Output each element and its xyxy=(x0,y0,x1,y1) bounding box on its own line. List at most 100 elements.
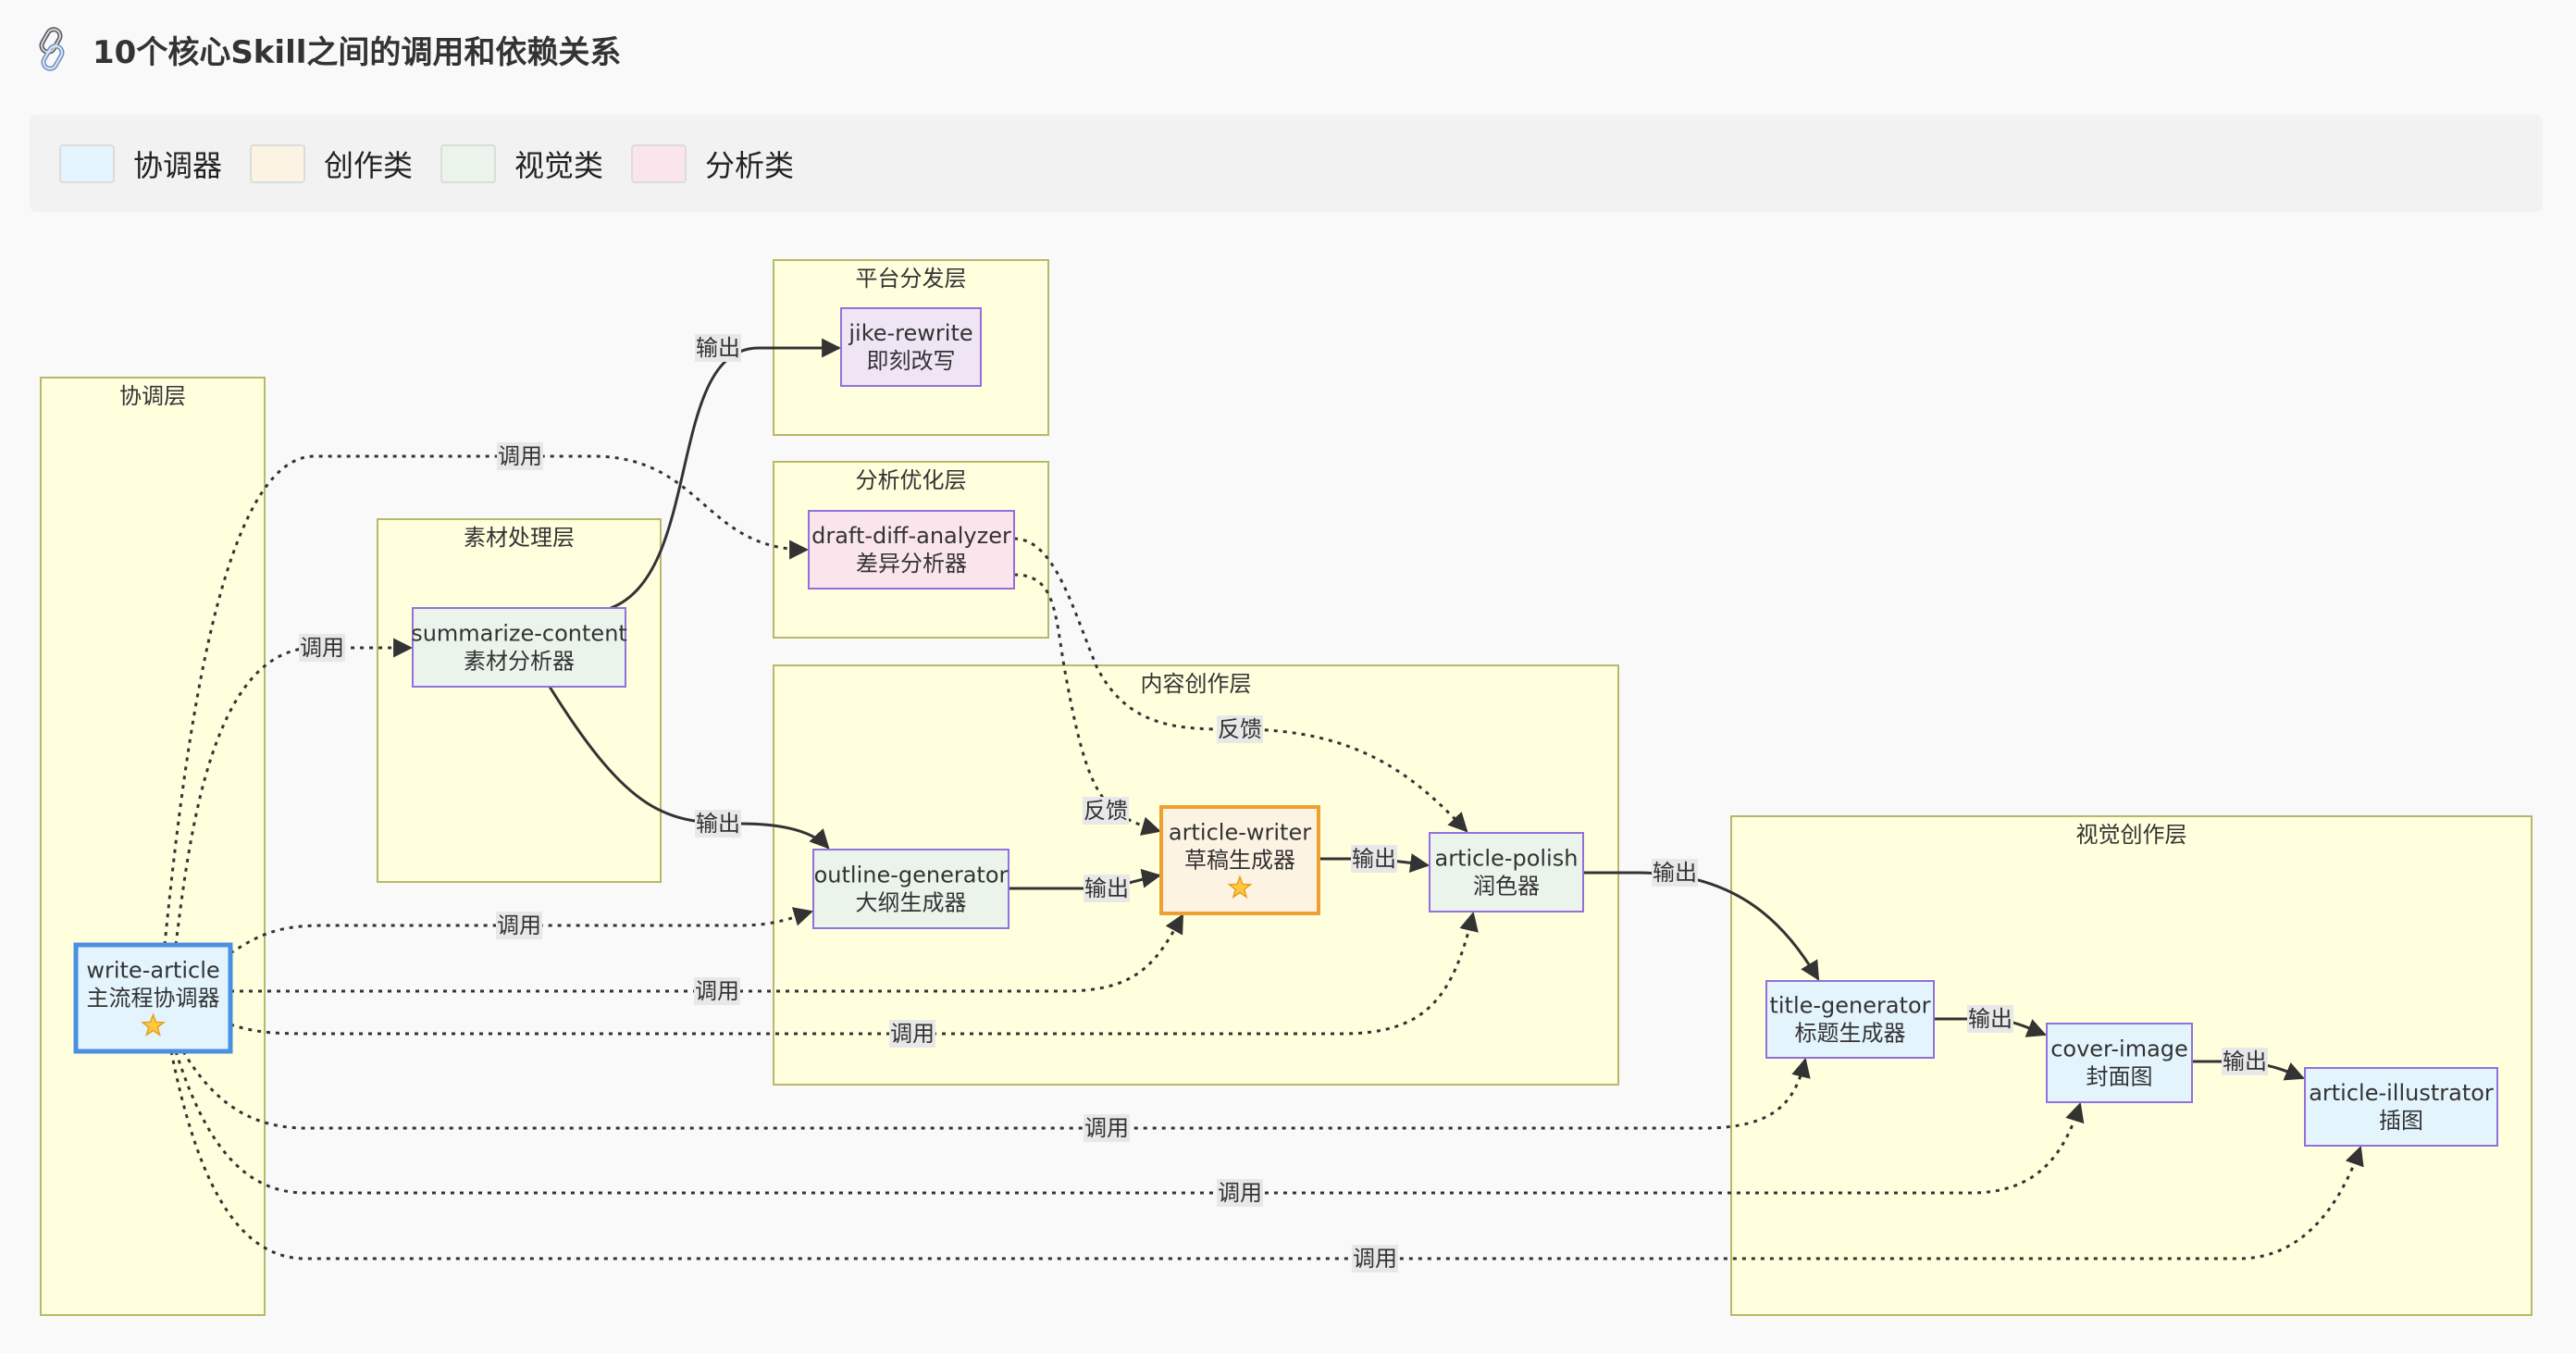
legend: 协调器 创作类 视觉类 分析类 xyxy=(30,115,2543,212)
node-description: 主流程协调器 xyxy=(87,986,220,1012)
edge-label-bg xyxy=(1351,845,1397,873)
edge-label: 输出 xyxy=(695,810,741,838)
edge-label-bg xyxy=(695,334,741,362)
edge-label: 输出 xyxy=(695,334,741,362)
legend-item-coordinator: 协调器 xyxy=(59,143,222,185)
edge-label-bg xyxy=(1652,859,1698,887)
edge-label: 调用 xyxy=(497,442,543,470)
legend-item-analysis: 分析类 xyxy=(631,143,794,185)
edge-label-bg xyxy=(694,977,740,1005)
cluster-box xyxy=(40,377,266,1316)
node-description: 封面图 xyxy=(2087,1064,2153,1090)
node-box[interactable] xyxy=(412,607,626,688)
cluster-label: 视觉创作层 xyxy=(2076,822,2187,848)
node-name: cover-image xyxy=(2050,1036,2188,1062)
link-icon xyxy=(39,27,65,71)
edge-label: 调用 xyxy=(299,634,345,662)
node-name: summarize-content xyxy=(411,621,627,647)
node-box[interactable] xyxy=(2046,1023,2193,1103)
edge-label-text: 调用 xyxy=(1084,1115,1129,1141)
edge-label-bg xyxy=(1217,1179,1263,1207)
edge-label: 调用 xyxy=(496,912,542,939)
cluster-label: 分析优化层 xyxy=(856,467,967,493)
legend-swatch xyxy=(250,143,306,183)
edge-label-bg xyxy=(1967,1005,2013,1033)
cluster-label: 平台分发层 xyxy=(856,266,967,292)
legend-swatch xyxy=(440,143,497,183)
edge-write-article-to-article-polish xyxy=(229,911,1479,1036)
edge-label-bg xyxy=(1352,1245,1398,1272)
edge-label-bg xyxy=(1084,1114,1130,1142)
star-icon xyxy=(1227,875,1253,899)
node-name: write-article xyxy=(86,958,219,984)
edge-label-bg xyxy=(2222,1048,2268,1075)
edge-write-article-to-cover-image xyxy=(174,1050,2085,1195)
edge-label-text: 调用 xyxy=(300,635,344,661)
legend-label: 创作类 xyxy=(324,147,414,183)
node-name: jike-rewrite xyxy=(848,320,972,346)
edge-label-text: 输出 xyxy=(1084,875,1129,901)
page-title: 10个核心Skill之间的调用和依赖关系 xyxy=(30,26,621,72)
legend-label: 视觉类 xyxy=(514,147,604,183)
edge-label-text: 调用 xyxy=(498,443,542,469)
edge-label: 调用 xyxy=(889,1020,935,1048)
edge-label-text: 输出 xyxy=(2223,1049,2267,1074)
edge-label: 输出 xyxy=(1351,845,1397,873)
node-box[interactable] xyxy=(812,849,1009,929)
edge-label-text: 调用 xyxy=(890,1021,935,1047)
page-title-text: 10个核心Skill之间的调用和依赖关系 xyxy=(93,33,622,71)
node-box[interactable] xyxy=(73,942,233,1054)
node-box[interactable] xyxy=(1159,805,1320,915)
legend-item-visual: 视觉类 xyxy=(440,143,603,185)
edge-label: 输出 xyxy=(1084,875,1130,902)
legend-item-creation: 创作类 xyxy=(250,143,413,185)
edge-label-text: 反馈 xyxy=(1084,798,1128,824)
edge-label-text: 调用 xyxy=(1353,1246,1397,1272)
edge-label-text: 输出 xyxy=(1352,846,1396,872)
node-box[interactable] xyxy=(1429,832,1584,912)
node-box[interactable] xyxy=(1765,980,1935,1059)
node-description: 草稿生成器 xyxy=(1184,848,1295,874)
node-name: article-illustrator xyxy=(2309,1080,2494,1106)
edge-write-article-to-draft-diff-analyzer xyxy=(163,454,810,946)
cluster-label: 内容创作层 xyxy=(1141,671,1252,697)
edge-label-bg xyxy=(299,634,345,662)
node-box[interactable] xyxy=(840,307,982,387)
edge-label-bg xyxy=(695,810,741,838)
legend-label: 分析类 xyxy=(705,147,795,183)
legend-swatch xyxy=(59,143,115,183)
node-name: article-polish xyxy=(1435,846,1579,872)
node-box[interactable] xyxy=(2304,1067,2498,1147)
node-description: 润色器 xyxy=(1473,874,1540,900)
node-description: 素材分析器 xyxy=(464,649,575,675)
node-box[interactable] xyxy=(808,510,1015,590)
node-name: outline-generator xyxy=(814,863,1009,888)
edge-label: 输出 xyxy=(2222,1048,2268,1075)
node-name: draft-diff-analyzer xyxy=(811,523,1011,549)
edge-label: 调用 xyxy=(1352,1245,1398,1272)
edge-label-bg xyxy=(889,1020,935,1048)
edge-label-bg xyxy=(496,912,542,939)
edge-label: 调用 xyxy=(694,977,740,1005)
cluster-box xyxy=(377,518,662,883)
edge-label-text: 输出 xyxy=(1968,1006,2012,1032)
node-description: 差异分析器 xyxy=(856,551,967,577)
node-description: 插图 xyxy=(2379,1108,2423,1134)
node-description: 标题生成器 xyxy=(1795,1021,1906,1047)
edge-label-bg xyxy=(1084,875,1130,902)
edge-label-text: 反馈 xyxy=(1218,716,1262,742)
edge-label-text: 调用 xyxy=(695,978,739,1004)
